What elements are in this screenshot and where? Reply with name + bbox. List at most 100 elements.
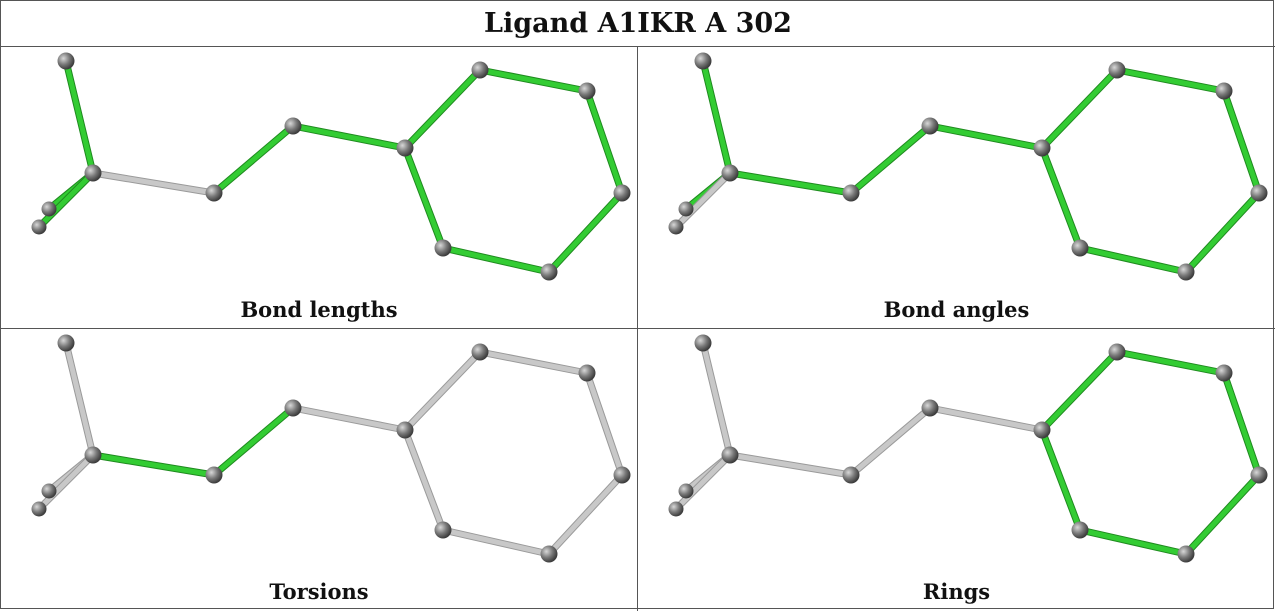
atom — [540, 545, 558, 563]
atom — [1108, 343, 1126, 361]
atom — [1215, 82, 1233, 100]
bond-neutral — [63, 340, 96, 458]
atom — [613, 184, 631, 202]
atom — [613, 466, 631, 484]
atom — [1250, 466, 1268, 484]
atom — [578, 364, 596, 382]
bond-neutral — [402, 427, 446, 533]
bond-green — [211, 405, 296, 478]
bond-neutral — [848, 405, 933, 478]
bond-green — [1183, 190, 1262, 275]
atom — [84, 446, 102, 464]
atom — [434, 521, 452, 539]
bond-neutral — [673, 452, 733, 512]
bond-green — [1221, 370, 1262, 478]
bond-green — [727, 170, 854, 196]
atom — [678, 201, 694, 217]
atom — [1177, 545, 1195, 563]
atom — [721, 446, 739, 464]
atom — [396, 139, 414, 157]
bond-neutral — [727, 452, 854, 478]
molecule-view — [31, 52, 631, 281]
atom — [578, 82, 596, 100]
panel-bond-angles: Bond angles — [638, 47, 1275, 329]
atom — [41, 201, 57, 217]
bond-green — [1114, 67, 1227, 94]
atom — [678, 483, 694, 499]
atom — [921, 117, 939, 135]
atom — [284, 117, 302, 135]
bond-green — [700, 58, 733, 176]
atom — [1250, 184, 1268, 202]
atom — [205, 184, 223, 202]
atom — [471, 61, 489, 79]
panel-caption: Bond angles — [883, 297, 1030, 322]
bond-green — [1114, 349, 1227, 376]
bond-green — [290, 123, 408, 151]
bond-neutral — [584, 370, 625, 478]
bond-green — [1039, 349, 1120, 433]
atom — [1108, 61, 1126, 79]
bond-green — [1221, 88, 1262, 196]
panel-torsions: Torsions — [1, 329, 638, 611]
atom — [668, 219, 684, 235]
atom — [1071, 521, 1089, 539]
bond-green — [1039, 145, 1083, 251]
bond-green — [1039, 67, 1120, 151]
bond-green — [584, 88, 625, 196]
atom — [540, 263, 558, 281]
bond-neutral — [700, 340, 733, 458]
panel-caption: Torsions — [269, 579, 369, 604]
bond-green — [63, 58, 96, 176]
bond-green — [546, 190, 625, 275]
panel-caption: Rings — [922, 579, 991, 604]
atom — [842, 466, 860, 484]
bond-neutral — [927, 405, 1045, 433]
atom — [694, 334, 712, 352]
atom — [57, 52, 75, 70]
atom — [205, 466, 223, 484]
bond-green — [36, 170, 96, 230]
molecule-view — [668, 52, 1268, 281]
bond-green — [1077, 245, 1189, 275]
atom — [1215, 364, 1233, 382]
atom — [41, 483, 57, 499]
atom — [31, 219, 47, 235]
bond-green — [211, 123, 296, 196]
molecule-view — [31, 334, 631, 563]
atom — [1071, 239, 1089, 257]
figure-title: Ligand A1IKR A 302 — [1, 1, 1275, 47]
bond-green — [90, 452, 217, 478]
atom — [84, 164, 102, 182]
bond-neutral — [440, 527, 552, 557]
atom — [31, 501, 47, 517]
bond-green — [477, 67, 590, 94]
atom — [57, 334, 75, 352]
bond-neutral — [402, 349, 483, 433]
bond-neutral — [36, 452, 96, 512]
panel-bond-lengths: Bond lengths — [1, 47, 638, 329]
bond-green — [1183, 472, 1262, 557]
atom — [434, 239, 452, 257]
bond-green — [402, 145, 446, 251]
bond-green — [848, 123, 933, 196]
atom — [396, 421, 414, 439]
atom — [721, 164, 739, 182]
bond-neutral — [673, 170, 733, 230]
bond-green — [927, 123, 1045, 151]
bond-neutral — [290, 405, 408, 433]
panel-rings: Rings — [638, 329, 1275, 611]
bond-neutral — [90, 170, 217, 196]
atom — [921, 399, 939, 417]
atom — [1033, 139, 1051, 157]
bond-green — [440, 245, 552, 275]
bond-green — [1077, 527, 1189, 557]
atom — [471, 343, 489, 361]
atom — [842, 184, 860, 202]
molecule-view — [668, 334, 1268, 563]
bond-green — [1039, 427, 1083, 533]
bond-neutral — [477, 349, 590, 376]
bond-green — [402, 67, 483, 151]
atom — [694, 52, 712, 70]
